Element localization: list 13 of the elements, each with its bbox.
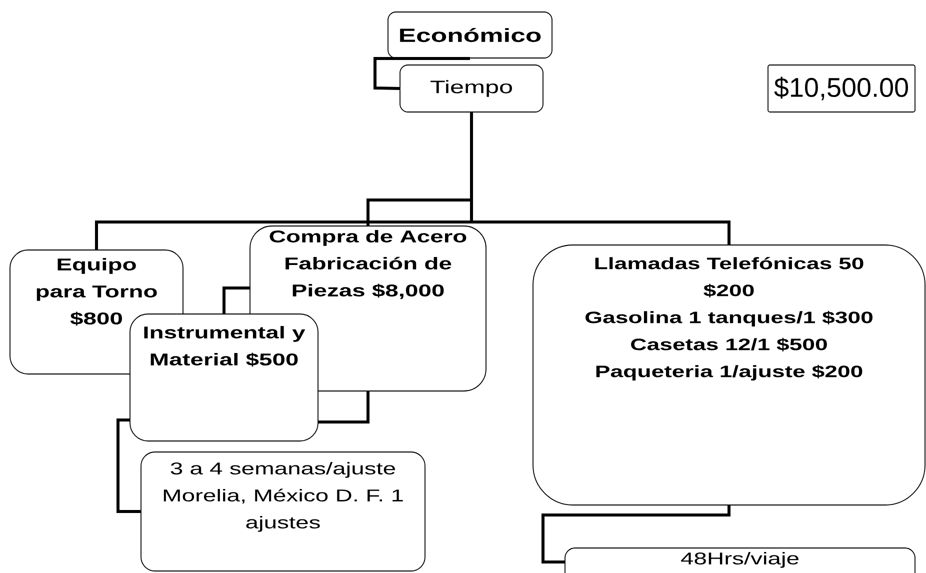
process-box: 48Hrs/viaje <box>564 548 916 573</box>
process-box: Tiempo <box>400 64 544 112</box>
connector-line <box>374 56 470 90</box>
process-box: Económico <box>388 12 552 58</box>
connector-line <box>318 391 370 424</box>
process-box: 3 a 4 semanas/ajuste Morelia, México D. F. 1 ajustes <box>140 452 426 572</box>
connector-line <box>470 112 730 245</box>
process-box: Instrumental y Material $500 <box>130 314 318 442</box>
connector-line <box>542 505 730 564</box>
connector-line <box>222 286 250 314</box>
connector-line <box>116 418 141 513</box>
process-box: Llamadas Telefónicas 50 $200 Gasolina 1 tanques/1 $300 Casetas 12/1 $500 Paqueteria 1/ajuste $200 <box>532 244 926 506</box>
process-box: $10,500.00 <box>768 64 916 112</box>
